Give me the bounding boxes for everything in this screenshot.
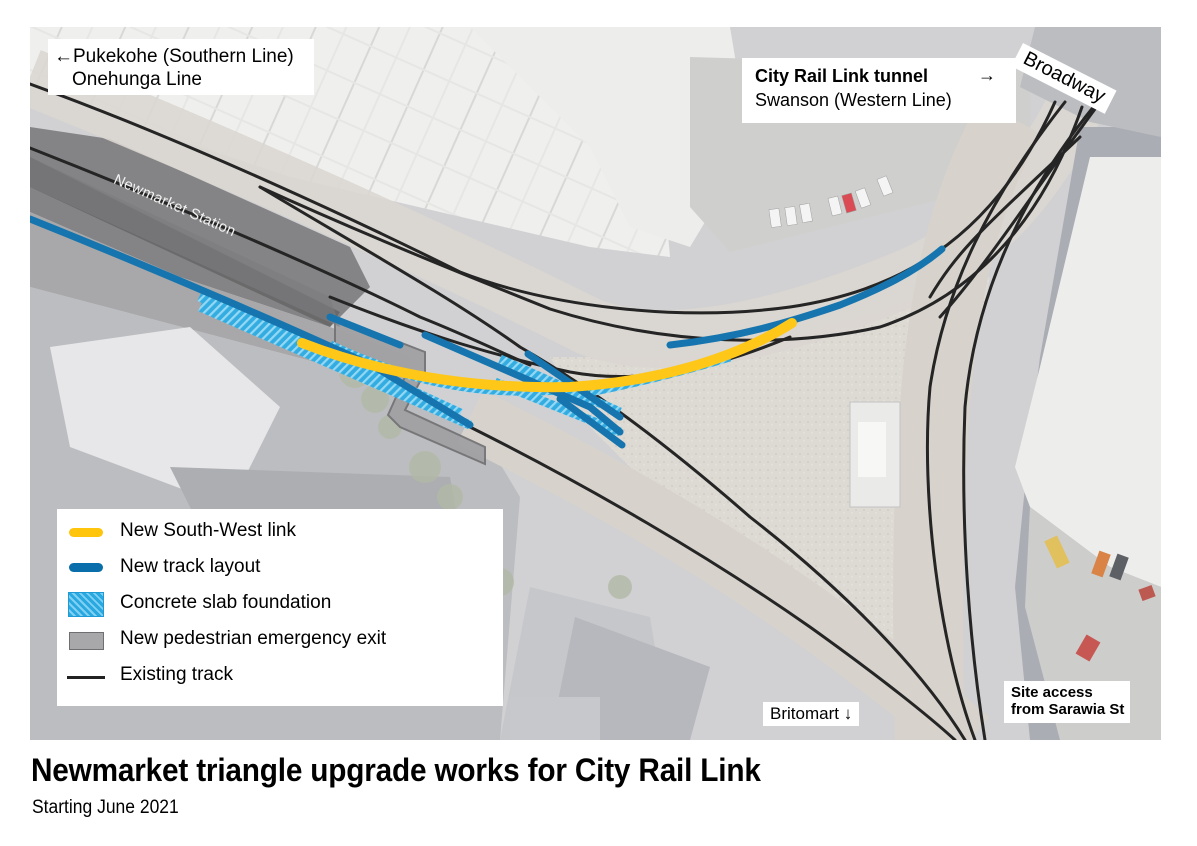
swanson-line-text: Swanson (Western Line) [755,90,952,110]
legend-item-south-west-link: New South-West link [57,517,503,547]
triangle-site [550,277,990,727]
site-access-line2: from Sarawia St [1011,701,1125,719]
black-line-swatch-icon [67,676,105,679]
onehunga-line-text: Onehunga Line [72,69,202,90]
legend-label: New pedestrian emergency exit [120,628,387,649]
aerial-map[interactable]: Newmarket Station ←Pukekohe (Southern Li… [30,27,1161,740]
britomart-destination-label: Britomart ↓ [763,702,860,727]
legend-label: New South-West link [120,520,296,541]
site-access-label: Site access from Sarawia St [1004,681,1131,723]
hatched-swatch-icon [68,592,104,617]
legend-item-new-track-layout: New track layout [57,553,503,583]
houses-south [500,587,710,740]
south-west-link-track [297,318,797,393]
map-canvas [30,27,1161,740]
legend-item-concrete-slab: Concrete slab foundation [57,589,503,619]
blue-line-swatch-icon [69,563,103,572]
arrow-right-icon: → [978,65,996,85]
figure-subtitle: Starting June 2021 [32,797,179,818]
legend-item-existing-track: Existing track [57,661,503,691]
building-roof [50,327,280,507]
legend-label: Existing track [120,664,233,685]
legend-label: New track layout [120,556,261,577]
map-legend: New South-West link New track layout Con… [57,509,503,706]
pukekohe-line-text: Pukekohe (Southern Line) [73,46,294,67]
northeast-destination-label: City Rail Link tunnel → Swanson (Western… [742,58,1016,123]
crl-tunnel-text: City Rail Link tunnel [755,66,929,86]
figure-title: Newmarket triangle upgrade works for Cit… [31,752,761,788]
yellow-line-swatch-icon [69,528,103,537]
britomart-text: Britomart [770,704,839,723]
legend-label: Concrete slab foundation [120,592,332,613]
legend-item-pedestrian-exit: New pedestrian emergency exit [57,625,503,655]
arrow-left-icon: ← [54,46,73,67]
arrow-down-icon: ↓ [843,704,853,723]
site-access-line1: Site access [1011,684,1093,701]
southwest-destination-label: ←Pukekohe (Southern Line) Onehunga Line [48,39,314,95]
grey-box-swatch-icon [69,632,104,650]
